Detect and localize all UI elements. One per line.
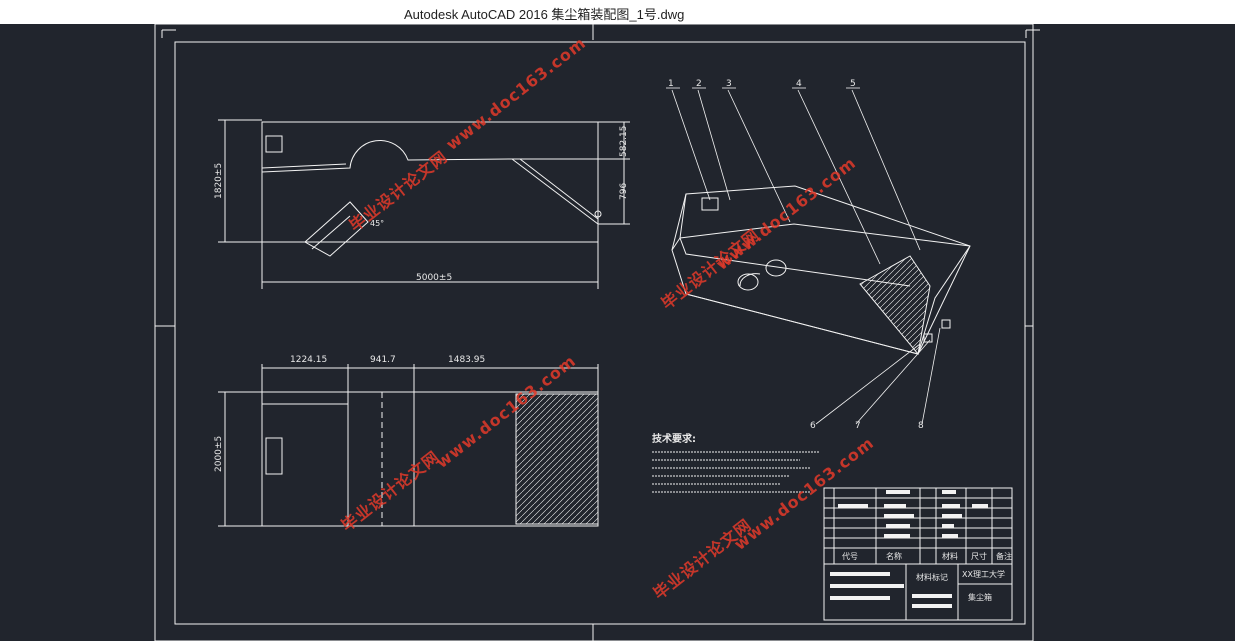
title-bar: Autodesk AutoCAD 2016 集尘箱装配图_1号.dwg: [0, 0, 1235, 24]
dim-front-angle: 45°: [370, 219, 384, 228]
top-view: [218, 364, 599, 527]
tech-req-title: 技术要求:: [652, 432, 696, 445]
balloon-7: 7: [855, 421, 861, 431]
tech-req-lines: [652, 451, 820, 493]
isometric-view: [671, 185, 971, 356]
front-view: [218, 119, 630, 289]
dim-top-height: 2000±5: [214, 436, 224, 472]
dim-top-a: 1224.15: [290, 355, 327, 365]
bom-header-note: 备注: [996, 551, 1012, 561]
title-block-part-name: 集尘箱: [968, 592, 992, 602]
cad-drawing: 1820±5 582.15 796 5000±5 45° 1224.15 941…: [154, 24, 1040, 641]
dim-top-b: 941.7: [370, 355, 396, 365]
bom-header-size: 尺寸: [971, 551, 987, 561]
balloon-2: 2: [696, 79, 702, 89]
bom-header-code: 代号: [842, 551, 858, 561]
sheet-inner-border: [174, 41, 1026, 625]
title-block-company: XX理工大学: [962, 569, 1005, 579]
title-block-drawing-label: 材料标记: [916, 572, 948, 582]
sheet-outer-border: [154, 24, 1034, 641]
balloon-3: 3: [726, 79, 732, 89]
bom-header-material: 材料: [942, 551, 958, 561]
dim-front-mid-right: 796: [619, 183, 629, 200]
balloon-8: 8: [918, 421, 924, 431]
window-title: Autodesk AutoCAD 2016 集尘箱装配图_1号.dwg: [404, 7, 685, 22]
dim-front-height: 1820±5: [214, 163, 224, 199]
balloon-4: 4: [796, 79, 802, 89]
bom-fill-blocks: [830, 490, 988, 608]
balloon-5: 5: [850, 79, 856, 89]
bom-header-name: 名称: [886, 551, 902, 561]
balloon-1: 1: [668, 79, 674, 89]
dim-front-top-right: 582.15: [619, 126, 629, 158]
balloon-6: 6: [810, 421, 816, 431]
drawing-canvas[interactable]: 1820±5 582.15 796 5000±5 45° 1224.15 941…: [0, 24, 1235, 641]
dim-top-c: 1483.95: [448, 355, 485, 365]
dim-front-width: 5000±5: [416, 273, 452, 283]
